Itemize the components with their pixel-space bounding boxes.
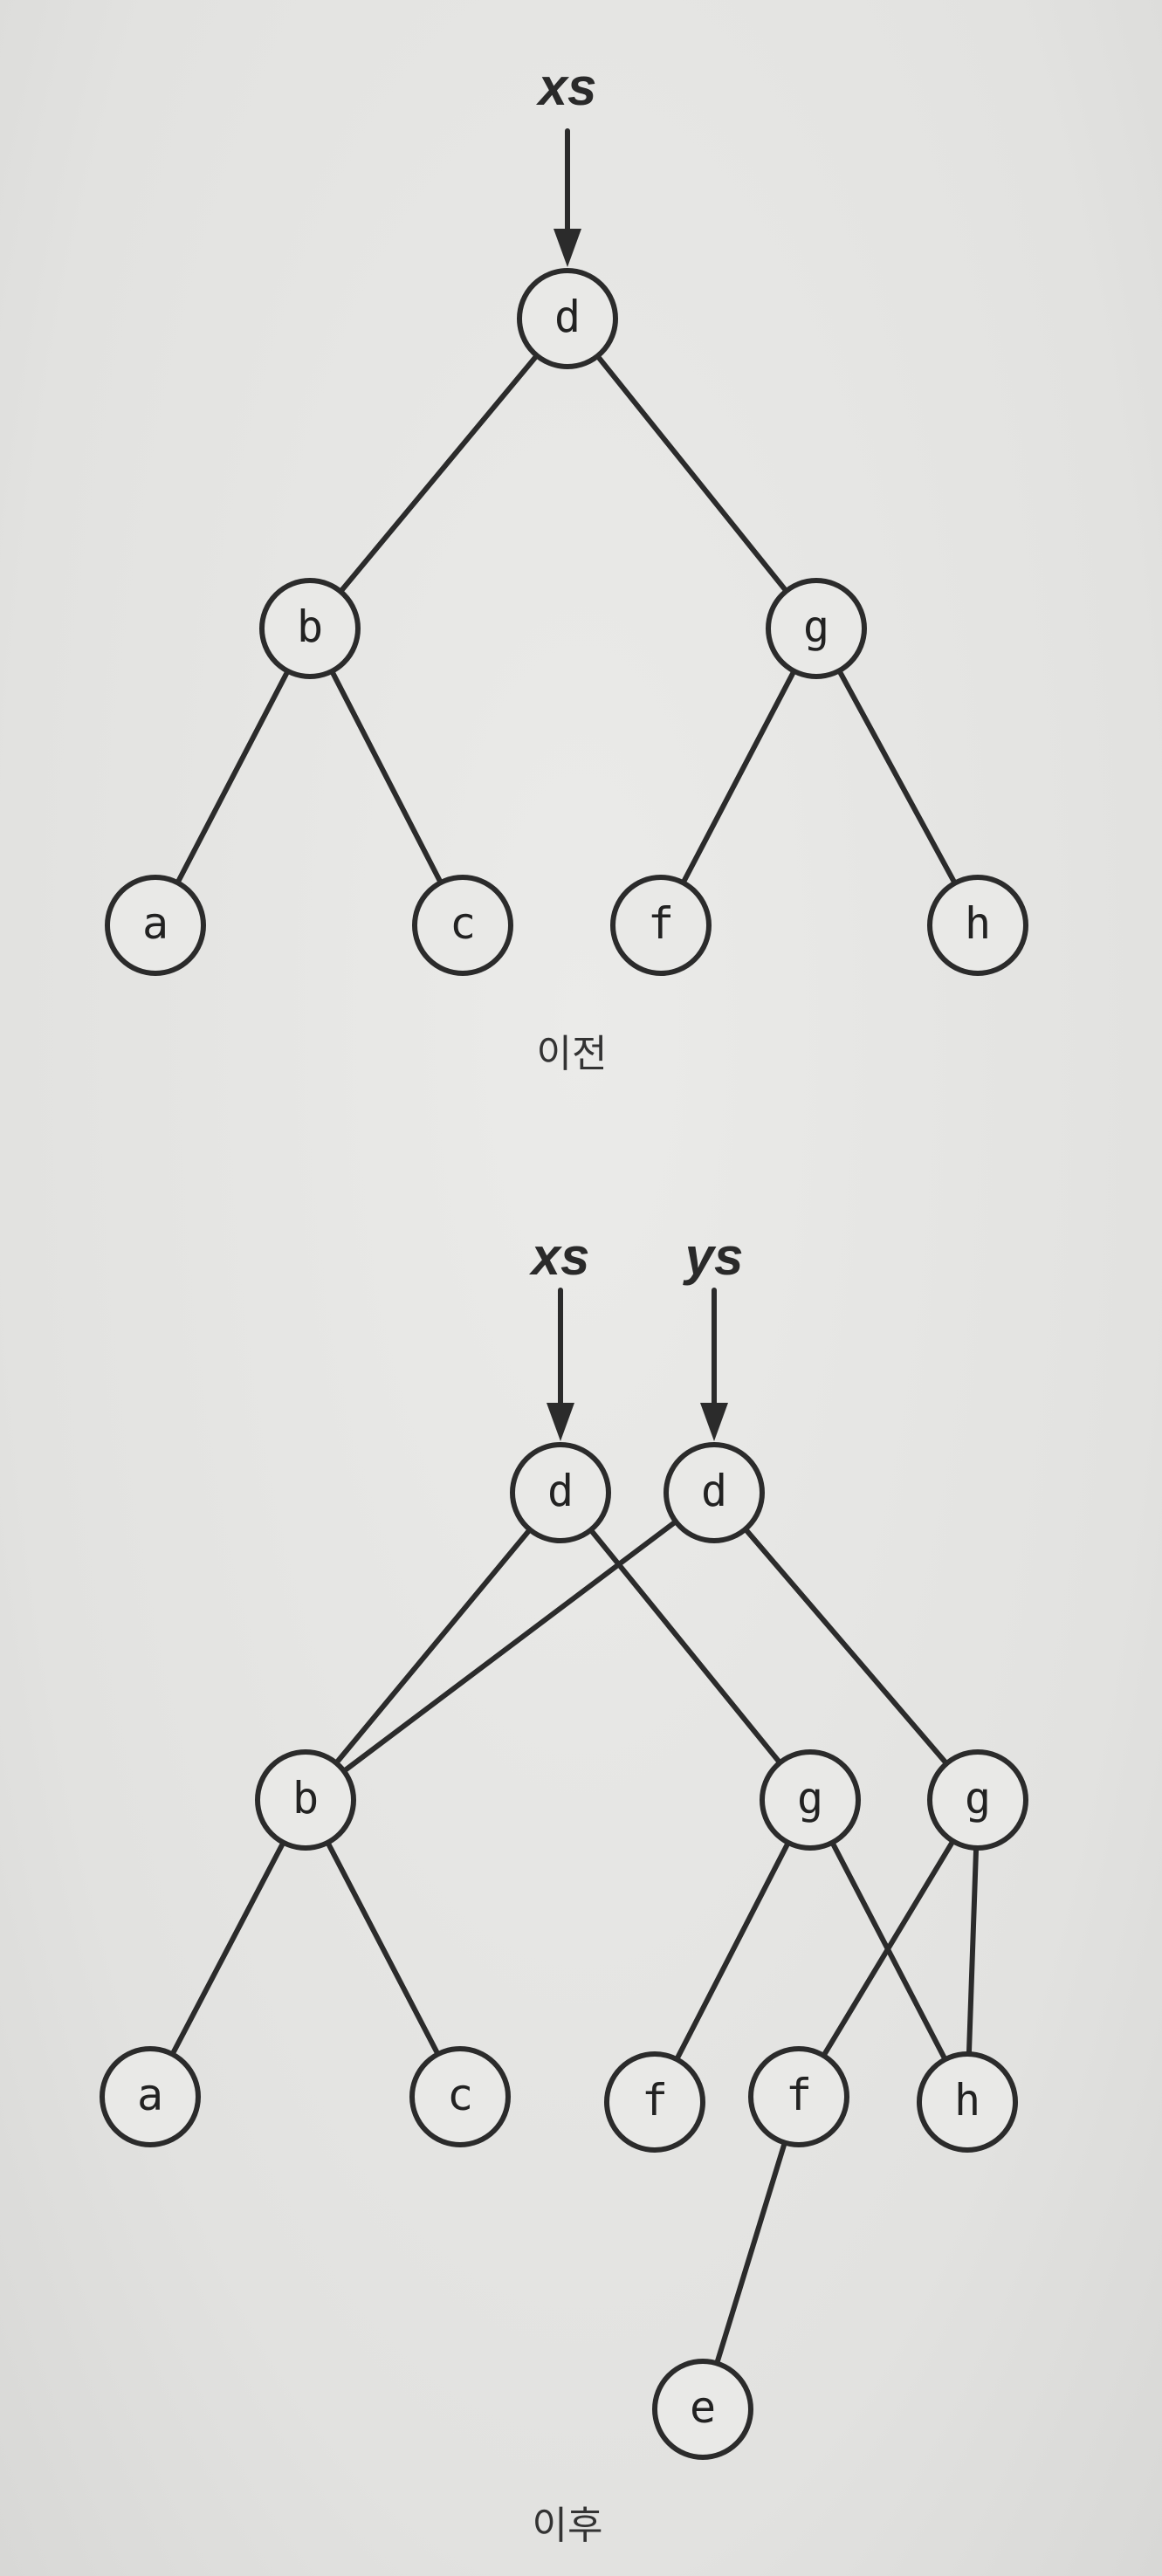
edge-d1-g1	[588, 1527, 783, 1766]
edge-f2-e	[714, 2140, 787, 2366]
edge-d-g	[595, 353, 789, 594]
node-label-g: g	[803, 601, 829, 652]
node-label-g1: g	[797, 1773, 823, 1824]
node-label-f2: f	[786, 2070, 812, 2120]
edge-b-a	[169, 1839, 286, 2057]
tree-node-a: a	[100, 2046, 201, 2147]
tree-node-h: h	[927, 875, 1028, 976]
tree-node-d1: d	[510, 1442, 611, 1543]
node-circle-h	[927, 875, 1028, 976]
node-label-e: e	[690, 2382, 716, 2433]
edge-b-c	[325, 1839, 441, 2057]
edge-b-a	[175, 668, 291, 886]
pointer-arrowhead-xs	[553, 229, 581, 267]
node-label-c: c	[450, 898, 476, 949]
node-label-b: b	[297, 601, 323, 652]
tree-node-h: h	[917, 2051, 1018, 2153]
node-label-d2: d	[701, 1466, 727, 1516]
edge-g-h	[836, 668, 958, 886]
tree-node-b: b	[255, 1749, 356, 1851]
tree-node-f1: f	[604, 2051, 705, 2153]
tree-node-f2: f	[748, 2046, 849, 2147]
node-circle-f1	[604, 2051, 705, 2153]
tree-node-d: d	[517, 268, 618, 369]
edge-d1-b	[333, 1527, 533, 1766]
tree-node-g: g	[766, 578, 867, 679]
node-label-a: a	[137, 2070, 163, 2120]
pointer-label-xs: xs	[529, 1227, 590, 1286]
pointer-label-ys: ys	[683, 1227, 744, 1286]
node-circle-c	[412, 875, 513, 976]
before-caption: 이전	[537, 1032, 608, 1076]
pointer-arrowhead-ys	[700, 1403, 728, 1441]
after-caption: 이후	[533, 2504, 603, 2548]
before-tree: xs d b g a c f h	[105, 58, 1028, 976]
edge-d2-b	[340, 1519, 679, 1774]
tree-node-g2: g	[927, 1749, 1028, 1851]
node-label-a: a	[142, 898, 168, 949]
edge-g1-f1	[674, 1839, 791, 2063]
node-circle-d1	[510, 1442, 611, 1543]
node-label-f1: f	[642, 2075, 668, 2126]
node-label-d1: d	[547, 1466, 574, 1516]
node-label-g2: g	[965, 1773, 991, 1824]
tree-node-c: c	[409, 2046, 511, 2147]
tree-node-d2: d	[664, 1442, 765, 1543]
tree-node-b: b	[259, 578, 361, 679]
node-circle-b	[259, 578, 361, 679]
pointer-arrowhead-xs	[547, 1403, 574, 1441]
tree-node-f: f	[610, 875, 712, 976]
node-circle-a	[105, 875, 206, 976]
node-label-f: f	[648, 898, 674, 949]
node-circle-f2	[748, 2046, 849, 2147]
node-circle-d	[517, 268, 618, 369]
node-label-b: b	[292, 1773, 319, 1824]
edge-g2-f2	[821, 1838, 956, 2058]
node-label-h: h	[954, 2075, 980, 2126]
edge-d-b	[338, 353, 540, 594]
node-circle-h	[917, 2051, 1018, 2153]
node-label-h: h	[965, 898, 991, 949]
node-circle-c	[409, 2046, 511, 2147]
tree-node-c: c	[412, 875, 513, 976]
node-circle-g2	[927, 1749, 1028, 1851]
after-tree: xs ys d d b g g a c f f h e	[100, 1227, 1028, 2460]
edge-g2-h	[966, 1844, 980, 2057]
node-circle-b	[255, 1749, 356, 1851]
node-circle-f	[610, 875, 712, 976]
tree-node-e: e	[652, 2359, 753, 2460]
node-label-d: d	[554, 292, 581, 342]
node-label-c: c	[447, 2070, 473, 2120]
node-circle-a	[100, 2046, 201, 2147]
node-circle-g	[766, 578, 867, 679]
node-circle-d2	[664, 1442, 765, 1543]
tree-node-a: a	[105, 875, 206, 976]
edge-g-f	[680, 668, 797, 886]
edge-d2-g2	[742, 1526, 950, 1767]
pointer-label-xs: xs	[536, 58, 597, 116]
node-circle-e	[652, 2359, 753, 2460]
tree-node-g1: g	[760, 1749, 861, 1851]
node-circle-g1	[760, 1749, 861, 1851]
edge-b-c	[329, 668, 443, 886]
